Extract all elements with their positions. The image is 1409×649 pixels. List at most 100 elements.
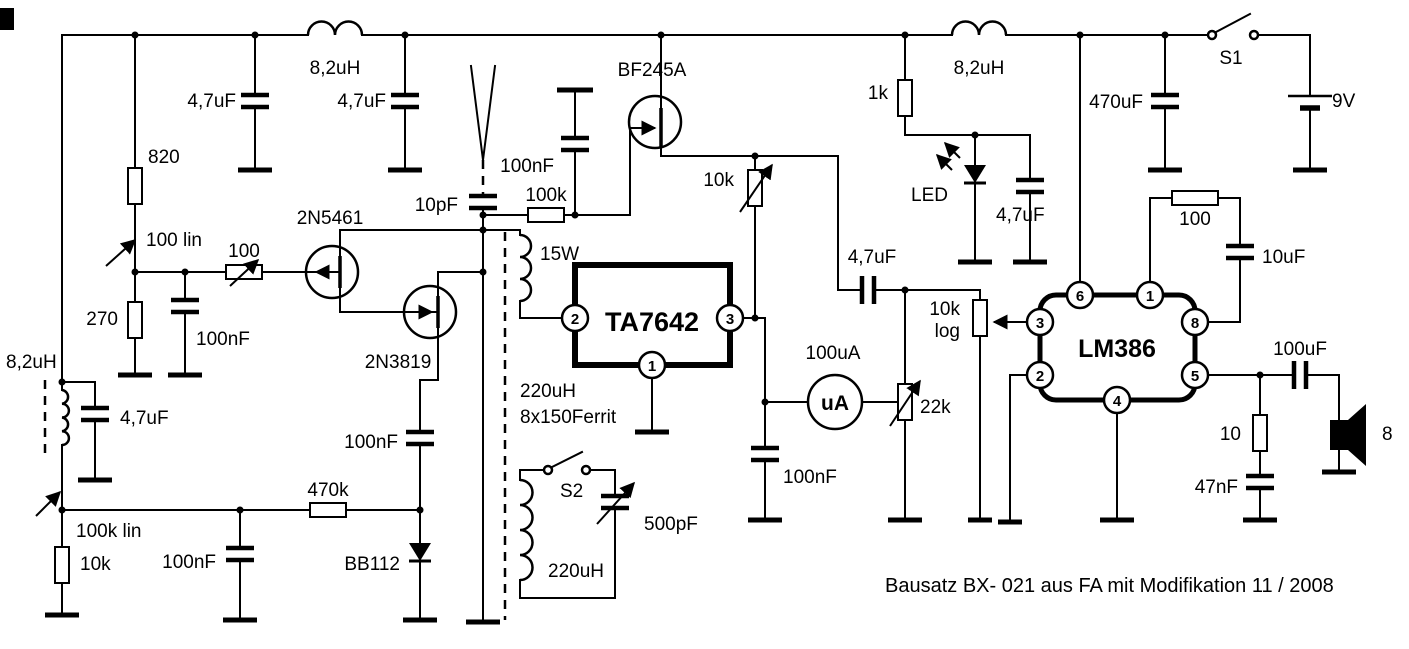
scan-artifact <box>0 8 14 30</box>
label-coil-tank: 220uH <box>548 561 604 582</box>
resistor-100k <box>527 207 565 223</box>
varicap-bb112 <box>409 543 431 563</box>
label-pot-100: 100 <box>228 241 260 262</box>
ic-ta7642-name: TA7642 <box>605 307 699 337</box>
label-q-2n3819: 2N3819 <box>365 352 432 373</box>
label-r100k: 100k <box>525 185 567 206</box>
led-diode <box>935 141 986 185</box>
label-r470k: 470k <box>307 480 349 501</box>
lm386-pin-3: 3 <box>1036 315 1044 332</box>
choke-left-coil <box>61 388 71 447</box>
trimmer-10k <box>747 169 763 207</box>
label-choke-top-left: 8,2uH <box>310 58 361 79</box>
ta7642-pin-3: 3 <box>726 311 734 328</box>
battery-9v <box>1288 94 1332 111</box>
resistor-10 <box>1252 414 1268 452</box>
choke-top-right <box>950 20 1008 36</box>
coil-15w <box>519 233 533 303</box>
label-choke-top-right: 8,2uH <box>954 58 1005 79</box>
resistor-820 <box>127 167 143 205</box>
lm386-pin-2: 2 <box>1036 368 1044 385</box>
led-emission-arrow <box>943 141 961 159</box>
resistor-1k <box>897 79 913 117</box>
resistor-100-gain <box>1171 190 1219 206</box>
ic-lm386: LM386 6 1 3 2 8 5 4 <box>1025 280 1210 415</box>
label-pot-100lin: 100 lin <box>146 230 202 251</box>
meter-unit-label: uA <box>821 392 849 415</box>
label-cap-100uf: 100uF <box>1273 339 1327 360</box>
label-speaker-ohms: 8 <box>1382 424 1393 445</box>
switch-s2 <box>542 450 592 476</box>
label-battery-9v: 9V <box>1332 91 1356 112</box>
label-cap-47nf: 47nF <box>1195 477 1238 498</box>
resistor-10k-left <box>54 546 70 584</box>
pot-100klin-wiper <box>35 490 62 517</box>
pot-100lin-wiper <box>105 238 137 267</box>
label-cap-500pf: 500pF <box>644 514 698 535</box>
label-volume-value: 10k <box>929 299 960 320</box>
label-r10: 10 <box>1220 424 1241 445</box>
junction-dots <box>58 31 1264 514</box>
label-led: LED <box>911 185 948 206</box>
label-pot-22k: 22k <box>920 397 951 418</box>
resistor-270 <box>127 301 143 339</box>
label-rod-220uh: 220uH <box>520 381 576 402</box>
label-r100-gain: 100 <box>1179 209 1211 230</box>
component-labels: 8,2uH 4,7uF 4,7uF 820 100 lin 100 2N5461… <box>6 48 1393 597</box>
label-bf245a: BF245A <box>618 60 687 81</box>
ic-ta7642: TA7642 2 3 1 <box>560 262 745 380</box>
label-cap-filter-a: 4,7uF <box>187 91 236 112</box>
transistor-2n5461 <box>304 244 360 300</box>
ta7642-pin-2: 2 <box>571 311 579 328</box>
label-cap-4u7-couple: 4,7uF <box>848 247 897 268</box>
lm386-pin-4: 4 <box>1113 393 1122 410</box>
ta7642-pin-1: 1 <box>648 358 656 375</box>
lm386-pin-5: 5 <box>1191 368 1199 385</box>
label-cap-10pf: 10pF <box>415 195 458 216</box>
caption-text: Bausatz BX- 021 aus FA mit Modifikation … <box>885 575 1334 597</box>
label-cap-4u7-left: 4,7uF <box>120 408 169 429</box>
label-cap-100nf-lowleft: 100nF <box>162 552 216 573</box>
label-r10k-left: 10k <box>80 554 111 575</box>
transistor-2n3819 <box>402 284 458 340</box>
lm386-pin-8: 8 <box>1191 315 1199 332</box>
label-meter-range: 100uA <box>806 343 861 364</box>
label-bb112: BB112 <box>344 554 400 575</box>
ground-symbols <box>45 87 1356 625</box>
label-s2: S2 <box>560 481 583 502</box>
coil-tank <box>519 478 534 582</box>
varcap-500pf-arrow <box>596 481 636 525</box>
label-cap-470uf: 470uF <box>1089 92 1143 113</box>
label-cap-4u7-led: 4,7uF <box>996 205 1045 226</box>
capacitor-plates <box>81 92 1309 563</box>
microammeter: uA <box>806 373 864 431</box>
adjustment-arrows <box>35 163 1027 525</box>
label-rod-ferrit: 8x150Ferrit <box>520 407 617 428</box>
led-emission-arrow <box>935 153 953 171</box>
label-pot-100klin: 100k lin <box>76 521 142 542</box>
label-s1: S1 <box>1219 48 1242 69</box>
lm386-pin-1: 1 <box>1146 288 1154 305</box>
label-cap-filter-b: 4,7uF <box>337 91 386 112</box>
choke-top-left <box>306 20 364 36</box>
label-coil-15w: 15W <box>540 244 579 265</box>
label-cap-100nf-gate: 100nF <box>500 156 554 177</box>
label-pot-10k: 10k <box>703 170 734 191</box>
ic-lm386-name: LM386 <box>1078 335 1156 363</box>
transistor-bf245a <box>627 94 683 150</box>
label-choke-left: 8,2uH <box>6 352 57 373</box>
volume-pot-10k-log <box>972 299 988 337</box>
resistor-470k <box>309 502 347 518</box>
label-cap-100nf-source: 100nF <box>344 432 398 453</box>
wiring <box>61 34 1340 621</box>
label-cap-100nf-bias: 100nF <box>196 329 250 350</box>
lm386-pin-6: 6 <box>1076 288 1084 305</box>
label-q-2n5461: 2N5461 <box>297 208 364 229</box>
speaker-icon <box>1330 404 1366 466</box>
label-volume-taper: log <box>935 321 960 342</box>
label-cap-10uf: 10uF <box>1262 247 1305 268</box>
trimmer-10k-wiper <box>739 163 773 213</box>
label-r1k: 1k <box>868 83 889 104</box>
